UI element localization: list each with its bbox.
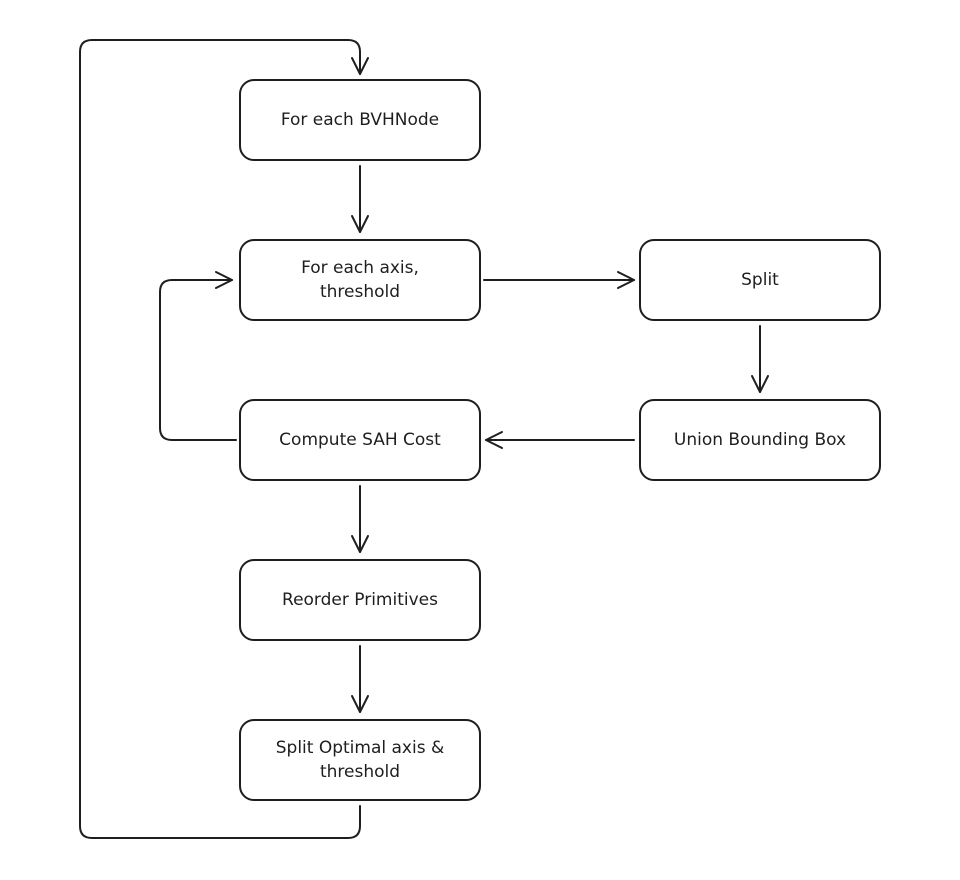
node-split-optimal-axis-threshold: Split Optimal axis & threshold	[239, 719, 481, 801]
node-reorder-primitives: Reorder Primitives	[239, 559, 481, 641]
node-label: Union Bounding Box	[674, 430, 846, 450]
node-label: Split	[741, 270, 779, 290]
node-label-line-1: For each axis,	[301, 258, 419, 278]
edge-split-optimal-loop-to-bvhnode	[79, 39, 369, 839]
node-for-each-axis-threshold: For each axis, threshold	[239, 239, 481, 321]
node-label-line-2: threshold	[320, 762, 400, 782]
node-label-line-2: threshold	[320, 282, 400, 302]
node-split: Split	[639, 239, 881, 321]
node-compute-sah-cost: Compute SAH Cost	[239, 399, 481, 481]
node-label-line-1: Split Optimal axis &	[276, 738, 444, 758]
node-for-each-bvhnode: For each BVHNode	[239, 79, 481, 161]
node-label: Reorder Primitives	[282, 590, 438, 610]
edge-sah-loop-to-axis	[159, 271, 237, 441]
node-label: For each BVHNode	[281, 110, 439, 130]
node-union-bounding-box: Union Bounding Box	[639, 399, 881, 481]
node-label: Compute SAH Cost	[279, 430, 441, 450]
